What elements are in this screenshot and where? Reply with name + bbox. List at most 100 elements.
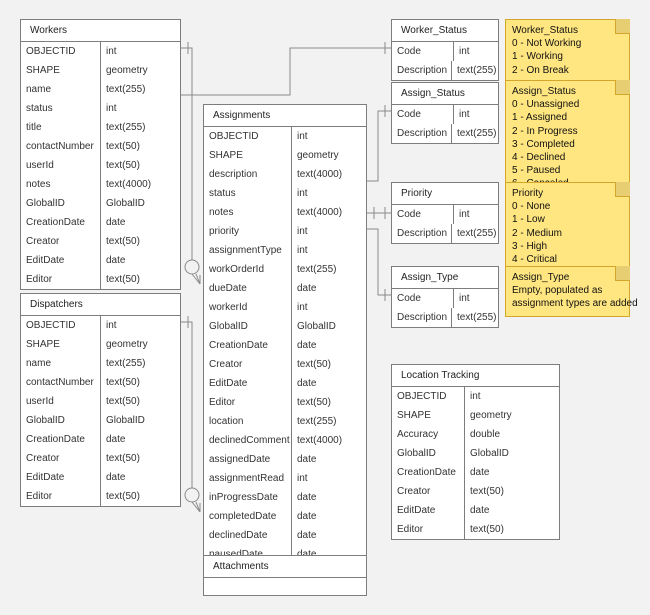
field-type: text(255) bbox=[457, 312, 497, 323]
field-type: date bbox=[297, 511, 317, 522]
entity-title-location-tracking: Location Tracking bbox=[392, 365, 559, 387]
field-row: pausedDatedate bbox=[204, 545, 366, 564]
field-name: userId bbox=[21, 156, 101, 175]
field-type: text(255) bbox=[297, 416, 337, 427]
field-type: text(255) bbox=[106, 358, 146, 369]
field-type: text(50) bbox=[106, 453, 140, 464]
field-name: SHAPE bbox=[21, 335, 101, 354]
field-name: OBJECTID bbox=[392, 387, 465, 406]
field-type: text(50) bbox=[106, 141, 140, 152]
field-type: text(255) bbox=[457, 228, 497, 239]
field-type: date bbox=[470, 505, 490, 516]
field-type: text(50) bbox=[297, 359, 331, 370]
note-title-assign-status: Assign_Status bbox=[512, 86, 576, 97]
field-type: date bbox=[297, 454, 317, 465]
field-type: date bbox=[292, 545, 319, 564]
field-name: workerId bbox=[204, 298, 292, 317]
field-type: text(255) bbox=[106, 122, 146, 133]
field-type: text(50) bbox=[106, 274, 140, 285]
note-title-priority: Priority bbox=[512, 188, 544, 199]
entity-title-priority: Priority bbox=[392, 183, 498, 205]
field-type: text(50) bbox=[106, 377, 140, 388]
field-type: text(4000) bbox=[297, 435, 343, 446]
field-type: geometry bbox=[470, 410, 512, 421]
field-type: date bbox=[106, 255, 126, 266]
field-type: geometry bbox=[297, 150, 339, 161]
field-name: declinedComment bbox=[204, 431, 292, 450]
field-type: GlobalID bbox=[297, 321, 336, 332]
field-type: text(50) bbox=[106, 236, 140, 247]
field-name: Editor bbox=[21, 270, 101, 289]
field-list-attachments bbox=[204, 578, 366, 595]
field-type: int bbox=[297, 302, 308, 313]
field-type: text(50) bbox=[470, 486, 504, 497]
field-name: OBJECTID bbox=[21, 316, 101, 335]
entity-title-assign-status: Assign_Status bbox=[392, 83, 498, 105]
field-type: text(255) bbox=[457, 128, 497, 139]
note-line: 5 - Paused bbox=[512, 165, 561, 177]
entity-title-worker-status: Worker_Status bbox=[392, 20, 498, 42]
note-line: 3 - Completed bbox=[512, 138, 575, 150]
field-name: pausedDate bbox=[204, 545, 292, 564]
note-fold-icon bbox=[615, 19, 630, 34]
entity-attachments[interactable]: Attachments bbox=[203, 555, 367, 596]
entity-title-dispatchers: Dispatchers bbox=[21, 294, 180, 316]
field-name: SHAPE bbox=[21, 61, 101, 80]
field-name: assignmentType bbox=[204, 241, 292, 260]
field-type: text(4000) bbox=[297, 169, 343, 180]
field-name: workOrderId bbox=[204, 260, 292, 279]
note-title-worker-status: Worker_Status bbox=[512, 25, 578, 36]
field-name: Creator bbox=[21, 449, 101, 468]
field-type: int bbox=[459, 293, 470, 304]
field-name: GlobalID bbox=[392, 444, 465, 463]
field-type: date bbox=[297, 492, 317, 503]
note-line: 0 - None bbox=[512, 201, 551, 213]
field-name: assignmentRead bbox=[204, 469, 292, 488]
field-type: text(50) bbox=[297, 397, 331, 408]
note-title-assign-type: Assign_Type bbox=[512, 272, 570, 283]
note-line: 2 - In Progress bbox=[512, 125, 578, 137]
field-name: Editor bbox=[392, 520, 465, 539]
field-name: EditDate bbox=[392, 501, 465, 520]
field-name: name bbox=[21, 80, 101, 99]
field-row: workerId int bbox=[204, 298, 366, 317]
field-row: Editor text(50) bbox=[21, 270, 180, 289]
field-name: EditDate bbox=[21, 468, 101, 487]
field-name: GlobalID bbox=[21, 411, 101, 430]
